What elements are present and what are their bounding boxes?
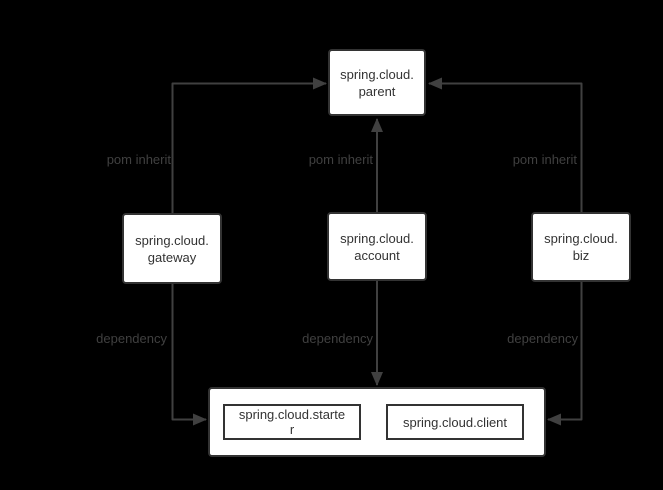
edge-biz-to-group bbox=[547, 282, 583, 426]
edge-label-pom-inherit-account: pom inherit bbox=[308, 152, 373, 167]
node-spring-cloud-biz: spring.cloud. biz bbox=[531, 212, 631, 282]
node-label-line: spring.cloud.client bbox=[402, 414, 508, 430]
node-label-line: spring.cloud.starte bbox=[238, 407, 346, 422]
edge-gateway-to-parent bbox=[171, 77, 327, 213]
node-label-line: spring.cloud. bbox=[340, 66, 414, 82]
node-label-line: biz bbox=[572, 248, 590, 263]
node-spring-cloud-account: spring.cloud. account bbox=[327, 212, 427, 281]
node-spring-cloud-gateway: spring.cloud. gateway bbox=[122, 213, 222, 284]
node-label-line: spring.cloud. bbox=[340, 230, 414, 246]
node-spring-cloud-client: spring.cloud.client bbox=[386, 404, 524, 440]
edge-biz-to-parent bbox=[428, 77, 583, 212]
node-label-line: gateway bbox=[147, 249, 197, 265]
node-label-line: spring.cloud. bbox=[544, 231, 618, 246]
edge-label-dependency-gateway: dependency bbox=[96, 331, 167, 346]
node-spring-cloud-starter: spring.cloud.starte r bbox=[223, 404, 361, 440]
edge-label-pom-inherit-gateway: pom inherit bbox=[106, 152, 171, 167]
edge-label-dependency-account: dependency bbox=[302, 331, 373, 346]
node-label-line: account bbox=[354, 247, 400, 263]
edge-label-pom-inherit-biz: pom inherit bbox=[512, 152, 577, 167]
node-spring-cloud-parent: spring.cloud. parent bbox=[328, 49, 426, 116]
node-label-line: parent bbox=[358, 83, 396, 99]
edge-label-dependency-biz: dependency bbox=[507, 331, 578, 346]
node-label-line: r bbox=[289, 422, 295, 437]
edge-gateway-to-group bbox=[171, 284, 207, 426]
node-label-line: spring.cloud. bbox=[135, 232, 209, 248]
